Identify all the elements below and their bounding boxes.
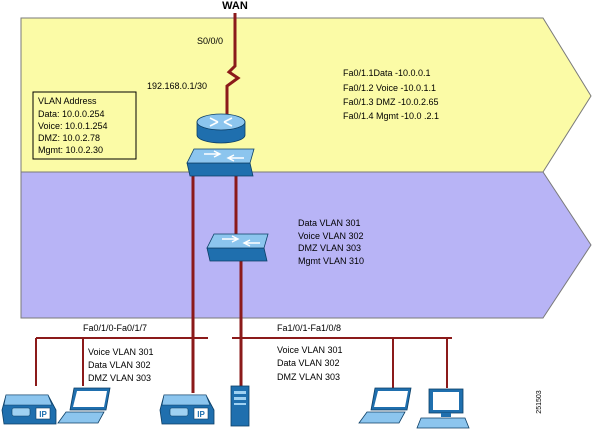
vlan-address-mgmt: Mgmt: 10.0.2.30 xyxy=(38,145,103,155)
ip-phone-icon: IP xyxy=(159,394,215,425)
server-icon xyxy=(230,385,250,427)
left-vlan-dmz: DMZ VLAN 303 xyxy=(88,373,151,383)
subinterface-dmz: Fa0/1.3 DMZ -10.0.2.65 xyxy=(343,97,439,107)
vlan-address-title: VLAN Address xyxy=(38,96,97,106)
distribution-vlan-mgmt: Mgmt VLAN 310 xyxy=(298,256,364,266)
right-port-range: Fa1/0/1-Fa1/0/8 xyxy=(277,323,341,333)
distribution-vlan-voice: Voice VLAN 302 xyxy=(298,231,364,241)
distribution-vlan-dmz: DMZ VLAN 303 xyxy=(298,243,361,253)
core-layer-band xyxy=(20,17,592,173)
wan-label: WAN xyxy=(222,0,248,12)
subinterface-data: Fa0/1.1Data -10.0.0.1 xyxy=(343,68,431,78)
wan-address-label: 192.168.0.1/30 xyxy=(147,81,207,91)
figure-id: 251503 xyxy=(536,390,543,413)
distribution-switch-icon xyxy=(206,233,269,262)
subinterface-mgmt: Fa0/1.4 Mgmt -10.0 .2.1 xyxy=(343,111,439,121)
laptop-icon xyxy=(57,387,111,424)
right-vlan-dmz: DMZ VLAN 303 xyxy=(277,372,340,382)
svg-text:IP: IP xyxy=(197,410,205,419)
router-icon xyxy=(196,113,246,144)
vlan-address-box xyxy=(32,91,137,160)
left-port-range: Fa0/1/0-Fa0/1/7 xyxy=(83,323,147,333)
svg-text:IP: IP xyxy=(39,410,47,419)
right-vlan-data: Data VLAN 302 xyxy=(277,358,340,368)
core-switch-icon xyxy=(186,148,255,177)
left-vlan-voice: Voice VLAN 301 xyxy=(88,347,154,357)
vlan-address-voice: Voice: 10.0.1.254 xyxy=(38,121,108,131)
wan-link xyxy=(225,13,241,122)
ip-phone-icon: IP xyxy=(1,394,57,425)
right-vlan-voice: Voice VLAN 301 xyxy=(277,345,343,355)
workstation-icon xyxy=(416,388,470,429)
left-vlan-data: Data VLAN 302 xyxy=(88,360,151,370)
wan-interface-label: S0/0/0 xyxy=(197,36,223,46)
laptop-icon xyxy=(358,387,412,424)
vlan-address-dmz: DMZ: 10.0.2.78 xyxy=(38,133,100,143)
subinterface-voice: Fa0/1.2 Voice -10.0.1.1 xyxy=(343,83,436,93)
distribution-vlan-data: Data VLAN 301 xyxy=(298,218,361,228)
vlan-address-data: Data: 10.0.0.254 xyxy=(38,109,105,119)
distribution-layer-band xyxy=(20,171,592,319)
